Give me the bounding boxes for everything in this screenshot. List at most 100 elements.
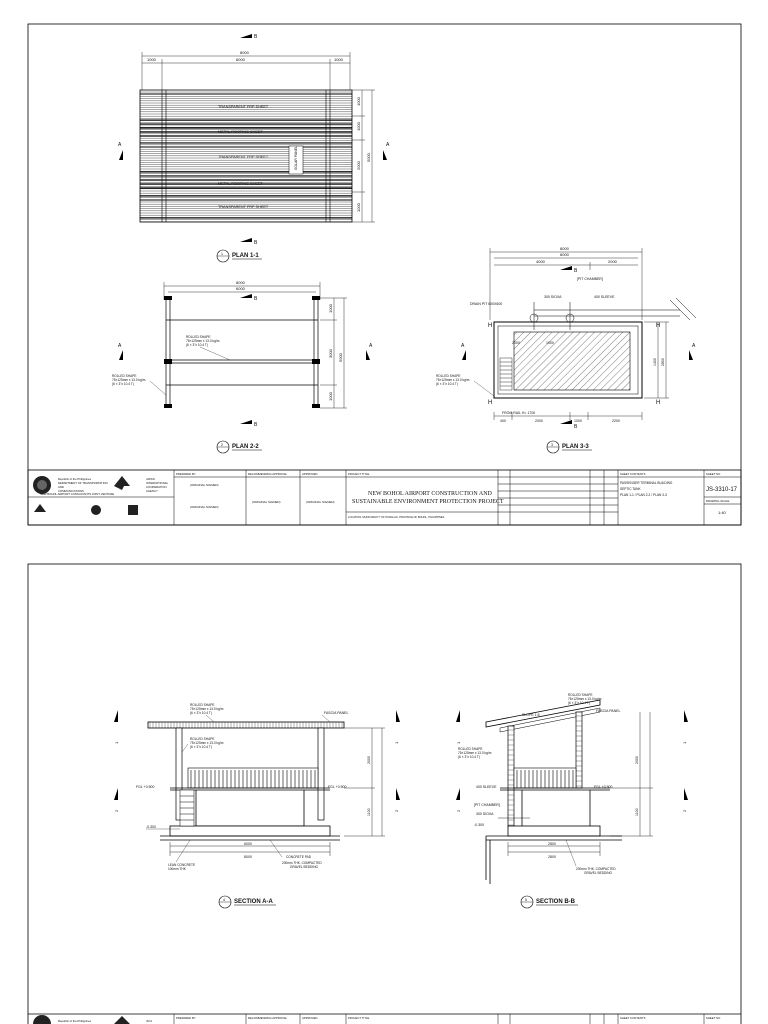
- plan2-dimension-right: [320, 297, 347, 409]
- sectionA-steps: [179, 789, 195, 827]
- sheet-contents: PASSENGER TERMINAL BUILDING SEPTIC TANK …: [620, 481, 673, 497]
- sheet-1-border: [27, 23, 742, 526]
- svg-text:1: 1: [114, 741, 119, 744]
- plan1-dim-right-2: 1000: [356, 121, 361, 131]
- section-a-a: 1 2 1 2 ROLLED SHAPE 75×125mm x 13.0 kg/…: [114, 703, 400, 909]
- plan1-dimension-top: [141, 52, 351, 90]
- sectionA-marker-1-left: 1: [114, 710, 119, 744]
- section-a-marker-right: A: [383, 142, 390, 160]
- plan3-tank-outer: [493, 321, 643, 399]
- plan3-inner-dim-2: 1000: [546, 341, 554, 345]
- plan1-title-text: PLAN 1-1: [232, 253, 259, 259]
- consultant-logo-3-icon: [128, 505, 138, 515]
- plan3-dim-overall: 8000: [560, 246, 570, 251]
- location-label: LOCATION: MUNICIPALITY OF PANGLAO, PROVI…: [348, 515, 445, 519]
- sectionB-title-text: SECTION B-B: [536, 899, 576, 905]
- sectionB-pit-chamber: [PIT CHAMBER]: [474, 803, 500, 807]
- plan1-roof-outline: [139, 89, 353, 223]
- dotc-seal-inner-icon: [37, 480, 47, 490]
- consultants-label: NEW BOHOL AIRPORT CONSULTANTS JOINT VENT…: [40, 492, 114, 496]
- plan3-section-b-top: B: [560, 266, 578, 274]
- sectionB-siox: 300 SIOXA: [476, 812, 494, 816]
- sectionA-dimension-bottom: [169, 842, 331, 856]
- sectionB-marker-2-left: 2: [456, 788, 461, 812]
- svg-text:2: 2: [221, 443, 223, 447]
- sectionB-fascia: FASCIA PANEL: [596, 709, 620, 713]
- svg-text:1: 1: [221, 252, 223, 256]
- plan3-section-a-left: A: [461, 343, 466, 360]
- svg-text:A: A: [461, 343, 465, 349]
- sectionB-marker-2-right: 2: [682, 788, 688, 812]
- plan1-dim-overall: 8000: [240, 50, 250, 55]
- consultant-logo-2-icon: [91, 505, 101, 515]
- sectionA-gravel-note: 200mm THK. COMPACTED GRAVEL BEDDING: [282, 861, 323, 869]
- sectionA-fence: [187, 767, 319, 789]
- plan3-post-note: ROLLED SHAPE 75×125mm x 13.0 kg/m (6 × 3…: [436, 374, 470, 386]
- plan1-dim-right-3: 2000: [356, 160, 361, 170]
- sectionA-title: 4 SECTION A-A: [218, 895, 276, 909]
- sectionB-level-low: -0.300: [474, 823, 484, 827]
- sectionA-dimension-right: [344, 727, 385, 837]
- plan3-dim-right: 2000: [608, 259, 618, 264]
- sheet-no-label: SHEET NO: [706, 472, 721, 476]
- plan2-section-a-left: A: [118, 343, 123, 360]
- drawing-scale-label: DRAWING SCALE: [706, 499, 729, 503]
- sheet-2: 1 2 1 2 ROLLED SHAPE 75×125mm x 13.0 kg/…: [27, 563, 742, 1024]
- title-block-2: Republic of the Philippines JICA PREPARE…: [28, 1013, 741, 1024]
- plan-2-2: B B A A 8000 6000: [112, 280, 373, 454]
- plan2-frame: [165, 298, 319, 408]
- svg-text:A: A: [692, 343, 696, 349]
- plan1-dim-mid: 6000: [236, 57, 246, 62]
- agency-1-label: Republic of the Philippines DEPARTMENT O…: [58, 477, 108, 493]
- svg-text:2: 2: [114, 809, 119, 812]
- sectionA-dim-bottom-mid: 6000: [244, 842, 252, 846]
- plan2-section-b-bottom: B: [240, 420, 258, 428]
- plan3-dim-bottom-2: 2000: [535, 419, 543, 423]
- sectionA-fgl-right: FGL +0.500: [328, 785, 347, 789]
- svg-text:B: B: [574, 424, 578, 430]
- plan3-h-marker-tl: H: [488, 323, 492, 329]
- sectionA-fence-bars: [190, 770, 316, 788]
- svg-text:B: B: [254, 34, 258, 40]
- agency-2-label-2: JICA: [146, 1019, 152, 1023]
- plan1-dim-right-overall: 5000: [366, 152, 371, 162]
- svg-text:2: 2: [456, 809, 461, 812]
- sectionB-gravel-note: 200mm THK. COMPACTED GRAVEL BEDDING: [576, 867, 617, 875]
- svg-text:B: B: [254, 240, 258, 246]
- signed-1: (ORIGINAL SIGNED): [190, 483, 219, 487]
- plan3-rail-note: FROM RAIL H= 1700: [502, 411, 535, 415]
- signed-2: (ORIGINAL SIGNED): [190, 505, 219, 509]
- sectionB-roof-note: ROLLED SHAPE 75×125mm x 13.0 kg/m (6 × 3…: [568, 693, 602, 705]
- project-title: NEW BOHOL AIRPORT CONSTRUCTION AND SUSTA…: [352, 491, 504, 505]
- sheet-1: B B A A 8000: [27, 23, 742, 526]
- svg-text:1: 1: [456, 741, 461, 744]
- plan3-slab-hatch: [513, 331, 631, 391]
- project-title-label: PROJECT TITLE: [348, 472, 369, 476]
- plan3-title-text: PLAN 3-3: [562, 444, 589, 450]
- sectionB-fence-bars: [516, 770, 574, 788]
- plan3-title: 3 PLAN 3-3: [546, 440, 592, 454]
- drawing-scale: 1:40: [718, 510, 727, 515]
- sectionA-marker-2-left: 2: [114, 788, 119, 812]
- plan1-dimension-right: [352, 89, 375, 223]
- sectionB-dim-bottom-overall: 2800: [548, 855, 556, 859]
- plan3-drain-pit: DRAIN PIT 600X600: [470, 302, 502, 306]
- plan1-strip-label-4: METAL ROOFING SHEET: [218, 182, 263, 186]
- plan3-siox: 300 SIOXA: [544, 295, 562, 299]
- sectionA-dim-right-1: 2000: [367, 756, 371, 764]
- plan3-tank-inner: [497, 325, 639, 395]
- sectionB-column-ticks: [508, 715, 582, 826]
- plan3-dimension-right: [644, 321, 669, 399]
- jica-logo-icon: [114, 476, 130, 490]
- plan3-dim-mid: 6000: [560, 252, 570, 257]
- plan1-dim-left: 1000: [147, 57, 157, 62]
- sectionB-marker-1-right: 1: [682, 710, 688, 744]
- plan2-dim-mid: 6000: [236, 286, 246, 291]
- consultant-logo-1-icon: [34, 504, 46, 512]
- dotc-seal-icon-2: [33, 1015, 51, 1024]
- plan3-h-marker-br: H: [656, 400, 660, 406]
- plan-1-1: B B A A 8000: [118, 34, 390, 263]
- plan3-steps: [499, 357, 513, 391]
- plan1-solar-panel-box: [288, 145, 304, 175]
